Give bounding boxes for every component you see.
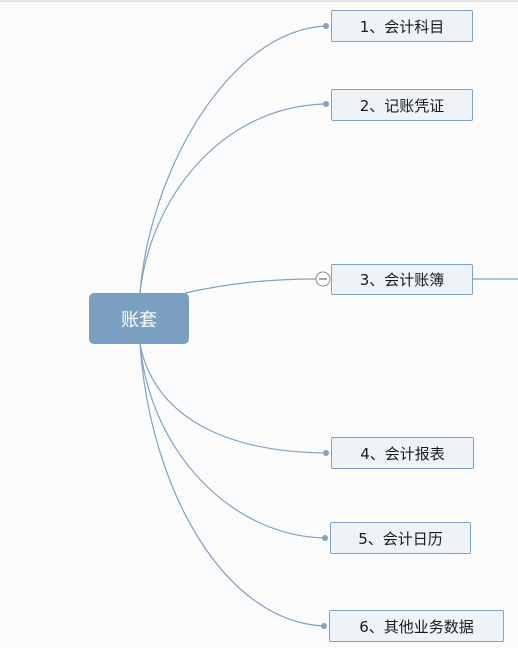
root-node-label: 账套	[121, 309, 157, 331]
connector-2	[139, 103, 327, 294]
branch-node-label: 2、记账凭证	[359, 96, 445, 115]
branch-node-label: 6、其他业务数据	[359, 617, 474, 636]
top-border	[0, 0, 518, 2]
branch-node-label: 3、会计账簿	[359, 271, 445, 289]
branch-node-label: 1、会计科目	[359, 17, 445, 36]
minus-icon[interactable]	[315, 271, 331, 287]
branch-node-3[interactable]: 3、会计账簿	[331, 264, 473, 295]
connector-6	[139, 343, 325, 627]
connector-dot-2	[323, 101, 329, 107]
connector-dot-6	[321, 623, 327, 629]
branch-node-4[interactable]: 4、会计报表	[331, 437, 474, 469]
connector-dot-4	[323, 450, 329, 456]
connector-1	[139, 25, 327, 294]
branch-node-6[interactable]: 6、其他业务数据	[329, 610, 504, 642]
connector-dot-1	[323, 23, 329, 29]
connector-3	[184, 278, 317, 294]
branch-node-2[interactable]: 2、记账凭证	[331, 89, 473, 121]
connector-4	[139, 343, 327, 454]
branch-node-label: 5、会计日历	[358, 529, 443, 548]
branch-node-1[interactable]: 1、会计科目	[331, 10, 473, 42]
branch-node-5[interactable]: 5、会计日历	[330, 522, 471, 554]
root-node[interactable]: 账套	[89, 293, 189, 344]
branch-node-label: 4、会计报表	[360, 444, 445, 463]
connector-5	[139, 343, 326, 539]
connector-dot-5	[322, 535, 328, 541]
